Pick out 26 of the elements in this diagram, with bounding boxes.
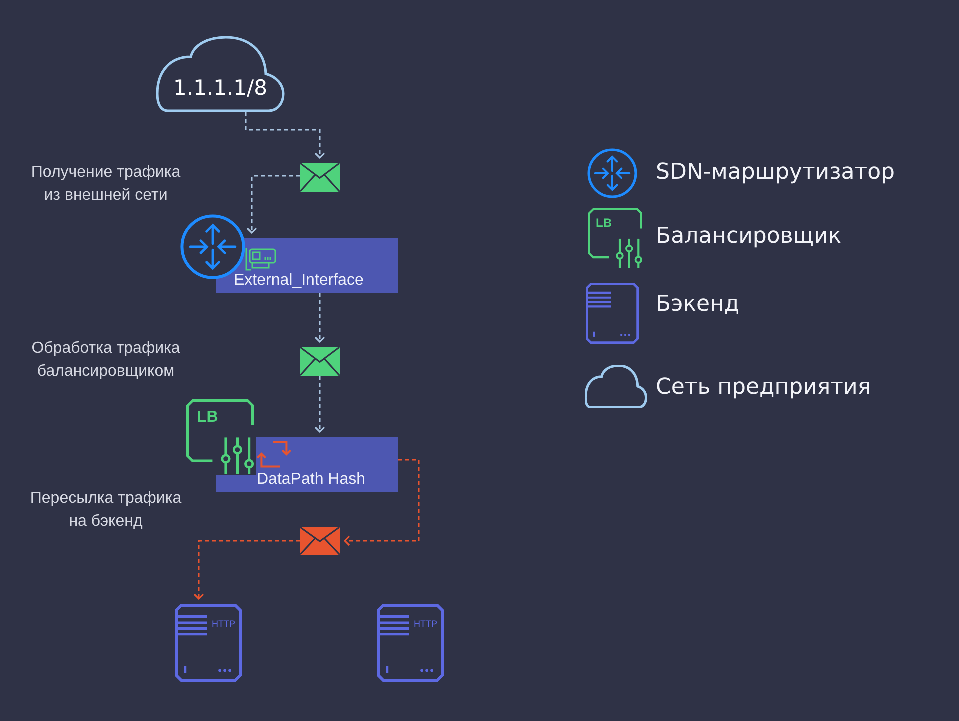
dashed-arrow — [246, 175, 300, 234]
box-label: External_Interface — [234, 272, 365, 290]
envelope-icon — [300, 163, 340, 192]
protocol-label: HTTP — [414, 619, 438, 629]
dashed-arrow — [245, 112, 326, 159]
dashed-arrow — [314, 293, 326, 343]
dashed-arrow — [194, 540, 300, 600]
server — [175, 604, 242, 682]
box-label: DataPath Hash — [257, 471, 367, 489]
envelope-icon — [300, 347, 340, 376]
server — [377, 604, 444, 682]
lb-label: LB — [197, 410, 218, 426]
dashed-arrow — [344, 459, 420, 546]
legend-label: Балансировщик — [656, 224, 842, 250]
step-caption: Пересылка трафика на бэкенд — [29, 489, 183, 532]
step-caption: Получение трафика из внешней сети — [30, 163, 182, 206]
lb-label: LB — [596, 216, 612, 228]
envelope-icon — [300, 527, 340, 555]
network-address: 1.1.1.1/8 — [174, 76, 268, 100]
step-caption: Обработка трафика балансировщиком — [30, 339, 182, 382]
dashed-arrow — [314, 376, 326, 433]
cloud — [156, 36, 285, 112]
legend-label: Бэкенд — [656, 292, 740, 318]
legend-label: Сеть предприятия — [656, 375, 871, 401]
legend-label: SDN-маршрутизатор — [656, 160, 895, 186]
protocol-label: HTTP — [212, 619, 236, 629]
